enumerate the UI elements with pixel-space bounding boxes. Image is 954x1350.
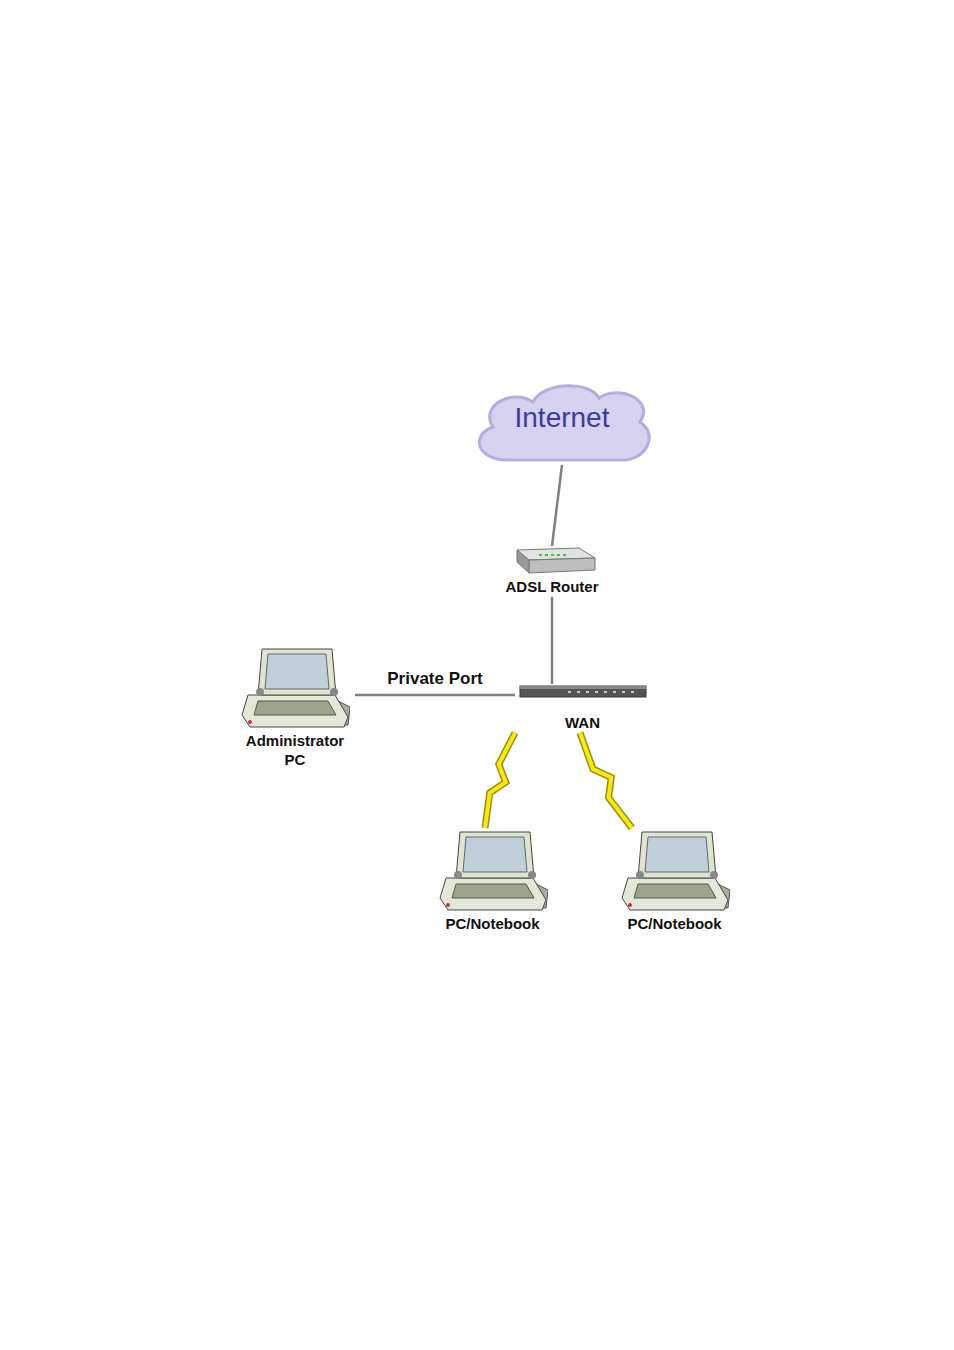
laptop-icon (438, 828, 548, 913)
internet-cloud: Internet (467, 380, 657, 465)
device-label: PC/Notebook (612, 915, 737, 934)
wireless-link (580, 733, 632, 828)
device-label: WAN (515, 714, 650, 733)
switch-icon (518, 684, 648, 700)
wireless-link (485, 733, 515, 828)
port-label: Private Port (384, 669, 485, 689)
laptop-icon (240, 645, 350, 730)
notebook-pc: PC/Notebook (430, 828, 555, 934)
network-cable (355, 695, 515, 696)
device-label: PC/Notebook (430, 915, 555, 934)
laptop-icon (620, 828, 730, 913)
router-icon (507, 546, 597, 576)
network-cable (552, 597, 553, 684)
notebook-pc: PC/Notebook (612, 828, 737, 934)
adsl-router: ADSL Router (502, 546, 602, 597)
device-label: ADSL Router (502, 578, 602, 597)
network-cable (552, 465, 562, 546)
administrator-pc: Administrator PC (235, 645, 355, 770)
cloud-label: Internet (467, 400, 657, 435)
device-label: Administrator PC (235, 732, 355, 770)
wan-gateway: WAN (515, 684, 650, 733)
